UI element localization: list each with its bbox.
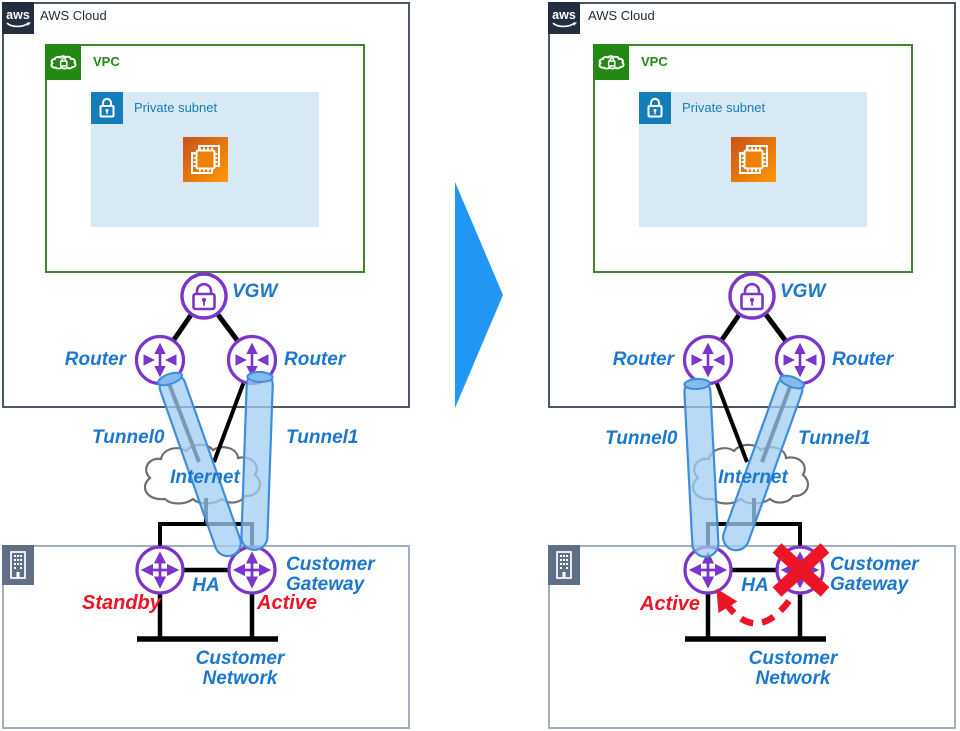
- customer-datacenter-icon: [2, 545, 34, 585]
- vgw-label: VGW: [232, 281, 278, 302]
- internet-label: Internet: [718, 467, 788, 488]
- aws-cloud-label: AWS Cloud: [40, 8, 107, 23]
- ec2-instance-icon: [731, 137, 776, 182]
- building-glyph: [556, 551, 572, 579]
- ec2-instance-icon: [183, 137, 228, 182]
- tunnel0-label: Tunnel0: [605, 428, 678, 449]
- private-subnet-label: Private subnet: [682, 100, 766, 115]
- active-status-label: Active: [640, 593, 701, 615]
- svg-text:aws: aws: [552, 8, 576, 22]
- ec2-chip-glyph: [739, 145, 768, 174]
- vpc-label: VPC: [93, 54, 120, 69]
- aws-logo-glyph: aws: [6, 8, 32, 28]
- aws-logo-icon: aws: [548, 2, 580, 34]
- tunnel1-label: Tunnel1: [286, 427, 359, 448]
- svg-text:aws: aws: [6, 8, 30, 22]
- customer-datacenter-icon: [548, 545, 580, 585]
- tunnel0-label: Tunnel0: [92, 427, 165, 448]
- aws-logo-glyph: aws: [552, 8, 578, 28]
- aws-logo-icon: aws: [2, 2, 34, 34]
- building-glyph: [10, 551, 26, 579]
- router-left-label: Router: [612, 349, 674, 370]
- tunnel1-label: Tunnel1: [798, 428, 871, 449]
- router-right-label: Router: [832, 349, 894, 370]
- vpc-icon: [45, 44, 81, 80]
- aws-cloud-label: AWS Cloud: [588, 8, 655, 23]
- vpc-icon: [593, 44, 629, 80]
- vpc-label: VPC: [641, 54, 668, 69]
- customer-gateway-label: Customer Gateway: [286, 554, 375, 595]
- router-right-label: Router: [284, 349, 346, 370]
- private-subnet-lock-icon: [91, 92, 123, 124]
- customer-network-label: Customer Network: [748, 648, 838, 689]
- internet-label: Internet: [170, 467, 240, 488]
- vpc-cloud-glyph: [598, 55, 625, 70]
- standby-status-label: Standby: [82, 592, 161, 614]
- ec2-chip-glyph: [191, 145, 220, 174]
- lock-glyph: [647, 97, 663, 118]
- private-subnet-lock-icon: [639, 92, 671, 124]
- active-status-label: Active: [257, 592, 318, 614]
- customer-network-label: Customer Network: [195, 648, 285, 689]
- private-subnet-label: Private subnet: [134, 100, 218, 115]
- lock-glyph: [99, 97, 115, 118]
- transition-arrow: [455, 182, 503, 408]
- router-left-label: Router: [64, 349, 126, 370]
- vpc-cloud-glyph: [50, 55, 77, 70]
- vgw-label: VGW: [780, 281, 826, 302]
- ha-label: HA: [741, 575, 769, 596]
- customer-gateway-label: Customer Gateway: [830, 554, 919, 595]
- ha-label: HA: [192, 575, 220, 596]
